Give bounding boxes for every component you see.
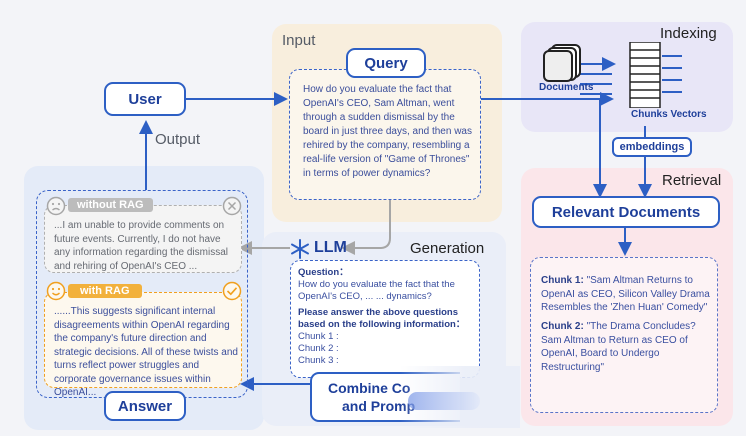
user-node[interactable]: User — [104, 82, 186, 116]
output-title: Output — [155, 131, 201, 148]
combine-line-2: and Promp — [342, 398, 416, 414]
query-text-box — [289, 69, 481, 200]
snowflake-icon — [291, 239, 309, 259]
retrieved-chunk-2-text: "The Drama Concludes? Sam Altman to Retu… — [541, 321, 696, 373]
arrow-query-to-llm — [341, 200, 391, 255]
llm-node[interactable]: LLM — [314, 239, 347, 256]
prompt-content: Question： How do you evaluate the fact t… — [298, 267, 476, 367]
generation-title: Generation — [410, 240, 485, 257]
retrieved-chunk-2: Chunk 2: "The Drama Concludes? Sam Altma… — [541, 320, 713, 374]
query-text: How do you evaluate the fact that OpenAI… — [303, 84, 472, 179]
query-node[interactable]: Query — [346, 48, 426, 78]
prompt-chunk-2: Chunk 2 : — [298, 343, 339, 354]
with-rag-text: ......This suggests significant internal… — [54, 306, 238, 398]
input-title: Input — [282, 32, 316, 49]
prompt-question-label: Question： — [298, 267, 349, 278]
combine-glow — [408, 392, 480, 410]
prompt-instruction: Please answer the above questions based … — [298, 307, 466, 330]
retrieved-chunk-1-text: "Sam Altman Returns to OpenAI as CEO, Si… — [541, 275, 710, 313]
without-rag-box — [44, 205, 242, 273]
relevant-documents-node[interactable]: Relevant Documents — [532, 196, 720, 228]
close-circle-icon — [222, 196, 242, 216]
indexing-title: Indexing — [660, 25, 717, 42]
chunks-vectors-label: Chunks Vectors — [631, 109, 707, 120]
retrieved-chunk-2-label: Chunk 2: — [541, 321, 584, 332]
arrow-query-to-relevant — [548, 98, 607, 198]
answer-node[interactable]: Answer — [104, 391, 186, 421]
without-rag-text: ...I am unable to provide comments on fu… — [54, 220, 228, 272]
sad-face-icon — [46, 196, 66, 216]
retrieved-chunk-1-label: Chunk 1: — [541, 275, 584, 286]
retrieved-chunk-1: Chunk 1: "Sam Altman Returns to OpenAI a… — [541, 274, 713, 315]
check-circle-icon — [222, 281, 242, 301]
documents-stack-icon — [543, 44, 581, 82]
embeddings-node[interactable]: embeddings — [612, 137, 692, 157]
prompt-chunk-3: Chunk 3 : — [298, 355, 339, 366]
documents-label: Documents — [539, 82, 594, 93]
with-rag-box — [44, 292, 242, 388]
combine-line-1: Combine Co — [328, 380, 411, 396]
retrieval-title: Retrieval — [662, 172, 722, 189]
vector-blocks-icon — [629, 42, 682, 108]
prompt-chunk-1: Chunk 1 : — [298, 331, 339, 342]
retrieved-chunks-box — [530, 257, 718, 413]
smile-face-icon — [46, 281, 66, 301]
without-rag-label: without RAG — [68, 198, 153, 212]
with-rag-label: with RAG — [68, 284, 142, 298]
prompt-question-text: How do you evaluate the fact that the Op… — [298, 279, 455, 302]
